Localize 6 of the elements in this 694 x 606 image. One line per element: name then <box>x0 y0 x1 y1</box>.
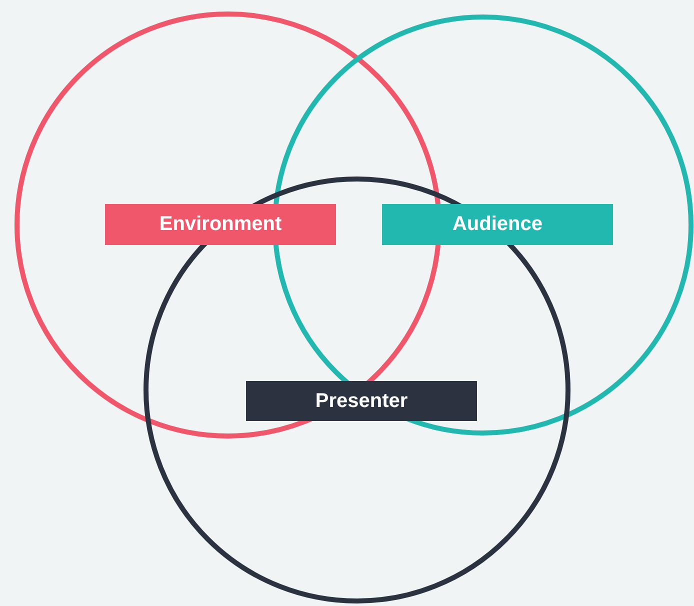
label-text: Environment <box>159 213 282 236</box>
label-text: Presenter <box>315 390 408 412</box>
label-box <box>382 204 613 245</box>
label-box <box>105 204 336 245</box>
label-box <box>246 381 477 421</box>
label-text: Audience <box>452 213 543 236</box>
